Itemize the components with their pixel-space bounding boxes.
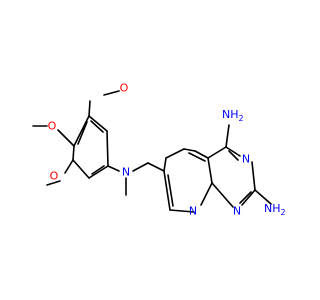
pyridine-nitrogen-label: N (189, 205, 197, 218)
amino-group-text: NH (222, 108, 239, 121)
atom-labels: O O O N NH2 N NH2 N N (48, 82, 286, 218)
amino-group-text: NH (264, 202, 281, 215)
bond-lines (32, 90, 272, 213)
amine-nitrogen-label: N (122, 166, 130, 179)
amino-group-subscript: 2 (281, 208, 286, 217)
oxygen-atom-label: O (120, 82, 129, 95)
oxygen-atom-label: O (50, 170, 59, 183)
molecule-structure-diagram: O O O N NH2 N NH2 N N (32, 82, 286, 218)
pyrimidine-nitrogen-label: N (233, 205, 241, 218)
oxygen-atom-label: O (48, 120, 57, 133)
amino-group-label: NH2 (264, 202, 286, 217)
amino-group-subscript: 2 (239, 114, 244, 123)
pyrimidine-nitrogen-label: N (242, 153, 250, 166)
amino-group-label: NH2 (222, 108, 244, 123)
